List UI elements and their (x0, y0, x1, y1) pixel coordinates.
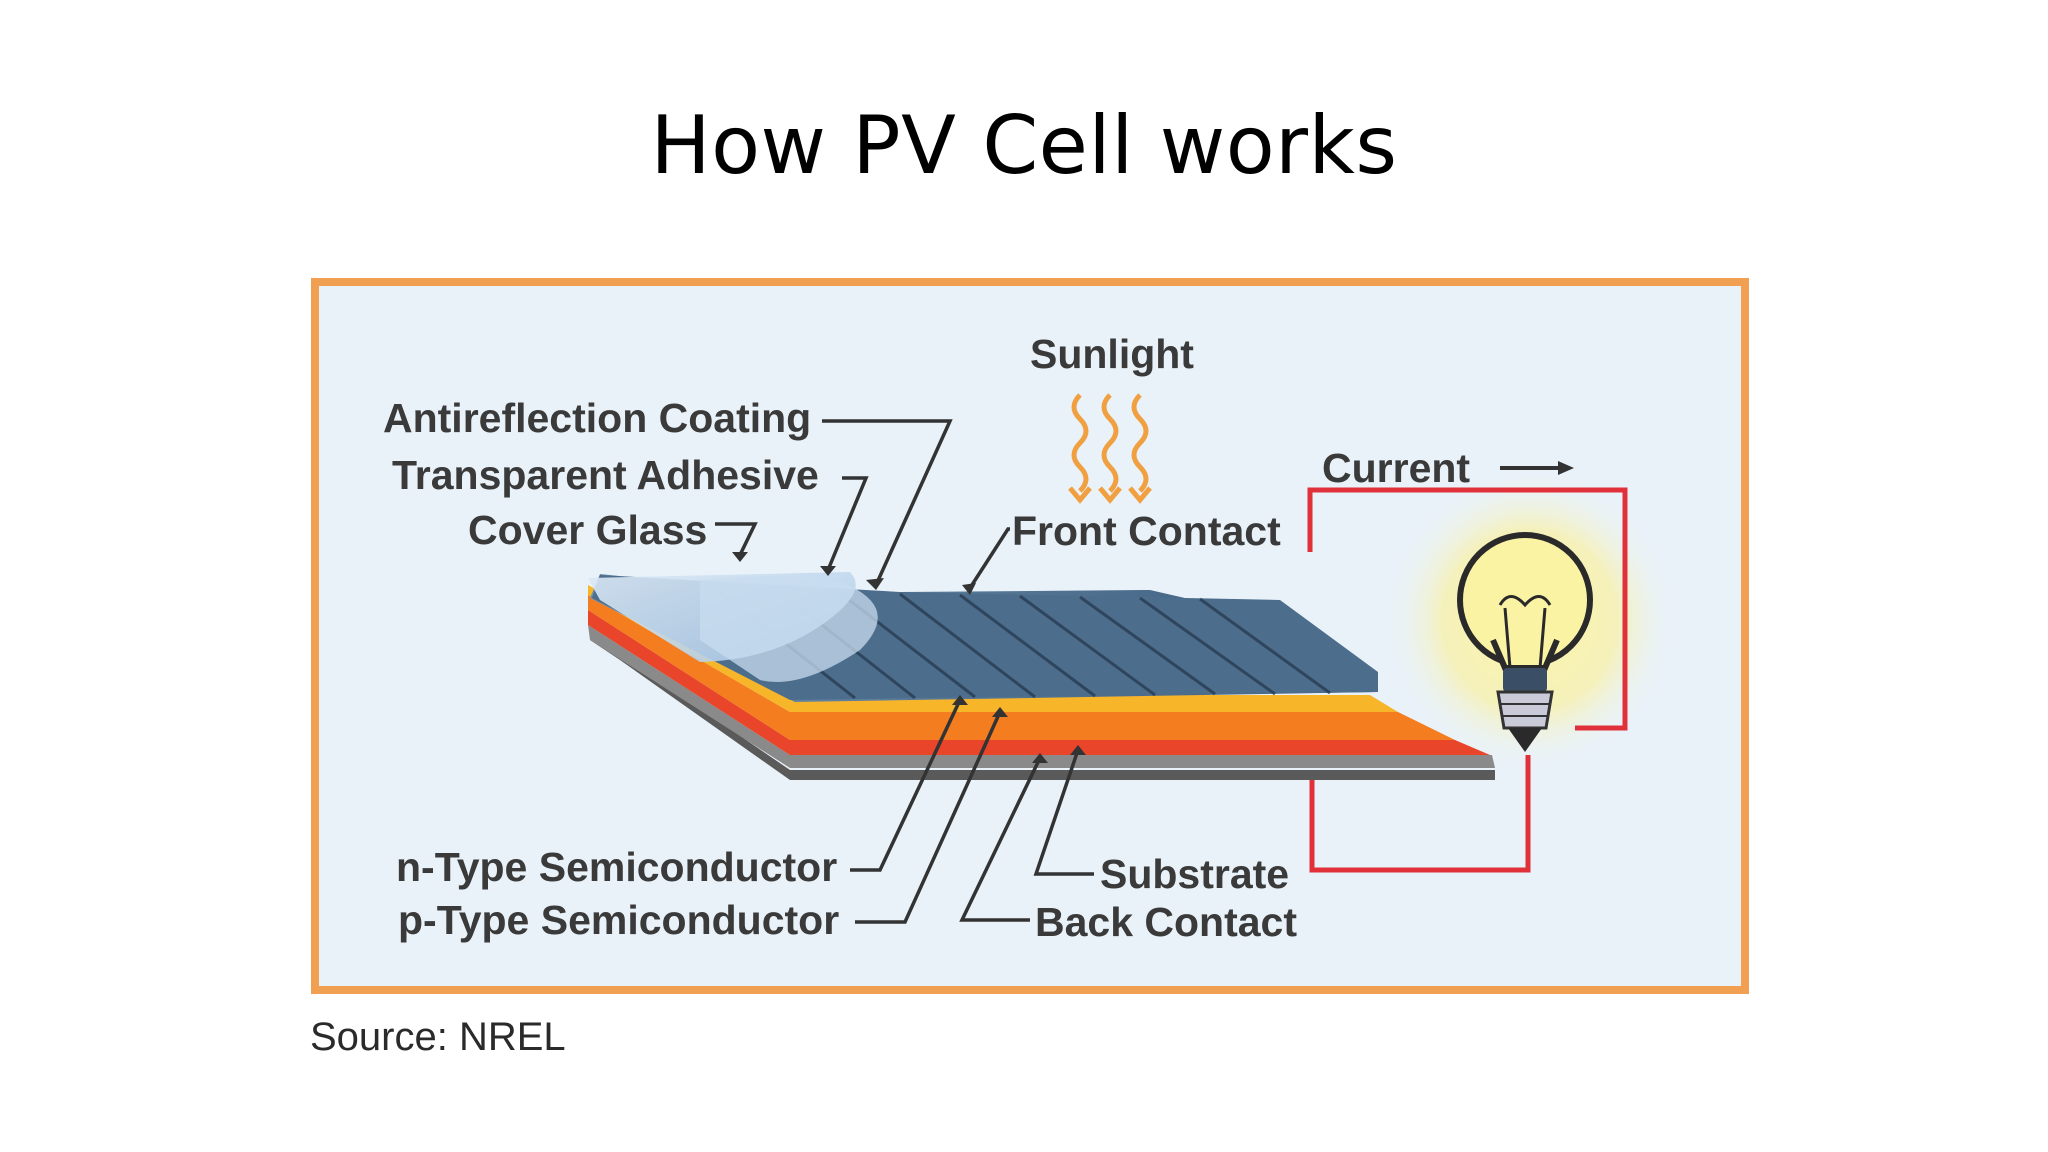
light-bulb-icon (1457, 532, 1593, 752)
source-caption: Source: NREL (310, 1015, 566, 1059)
label-p-type: p-Type Semiconductor (398, 897, 839, 943)
current-arrow-icon (1500, 461, 1574, 475)
label-back-contact: Back Contact (1035, 899, 1297, 945)
pv-cell-layers (588, 572, 1495, 780)
leader-arrowheads (732, 552, 1086, 763)
sunlight-arrows-icon (1068, 393, 1152, 504)
label-front-contact: Front Contact (1012, 508, 1281, 554)
transparent-adhesive (700, 576, 878, 682)
leader-lines (715, 419, 1094, 924)
n-type-layer (588, 585, 1398, 712)
label-current: Current (1322, 445, 1470, 491)
circuit-wire (1307, 487, 1628, 873)
label-cover-glass: Cover Glass (468, 507, 707, 553)
p-type-layer (588, 595, 1455, 740)
label-sunlight: Sunlight (1030, 331, 1194, 377)
label-transparent-adhesive: Transparent Adhesive (392, 452, 819, 498)
red-layer (588, 610, 1490, 755)
label-substrate: Substrate (1100, 851, 1289, 897)
label-antireflection-coating: Antireflection Coating (383, 395, 811, 441)
label-n-type: n-Type Semiconductor (396, 844, 837, 890)
slide-title: How PV Cell works (650, 99, 1398, 192)
